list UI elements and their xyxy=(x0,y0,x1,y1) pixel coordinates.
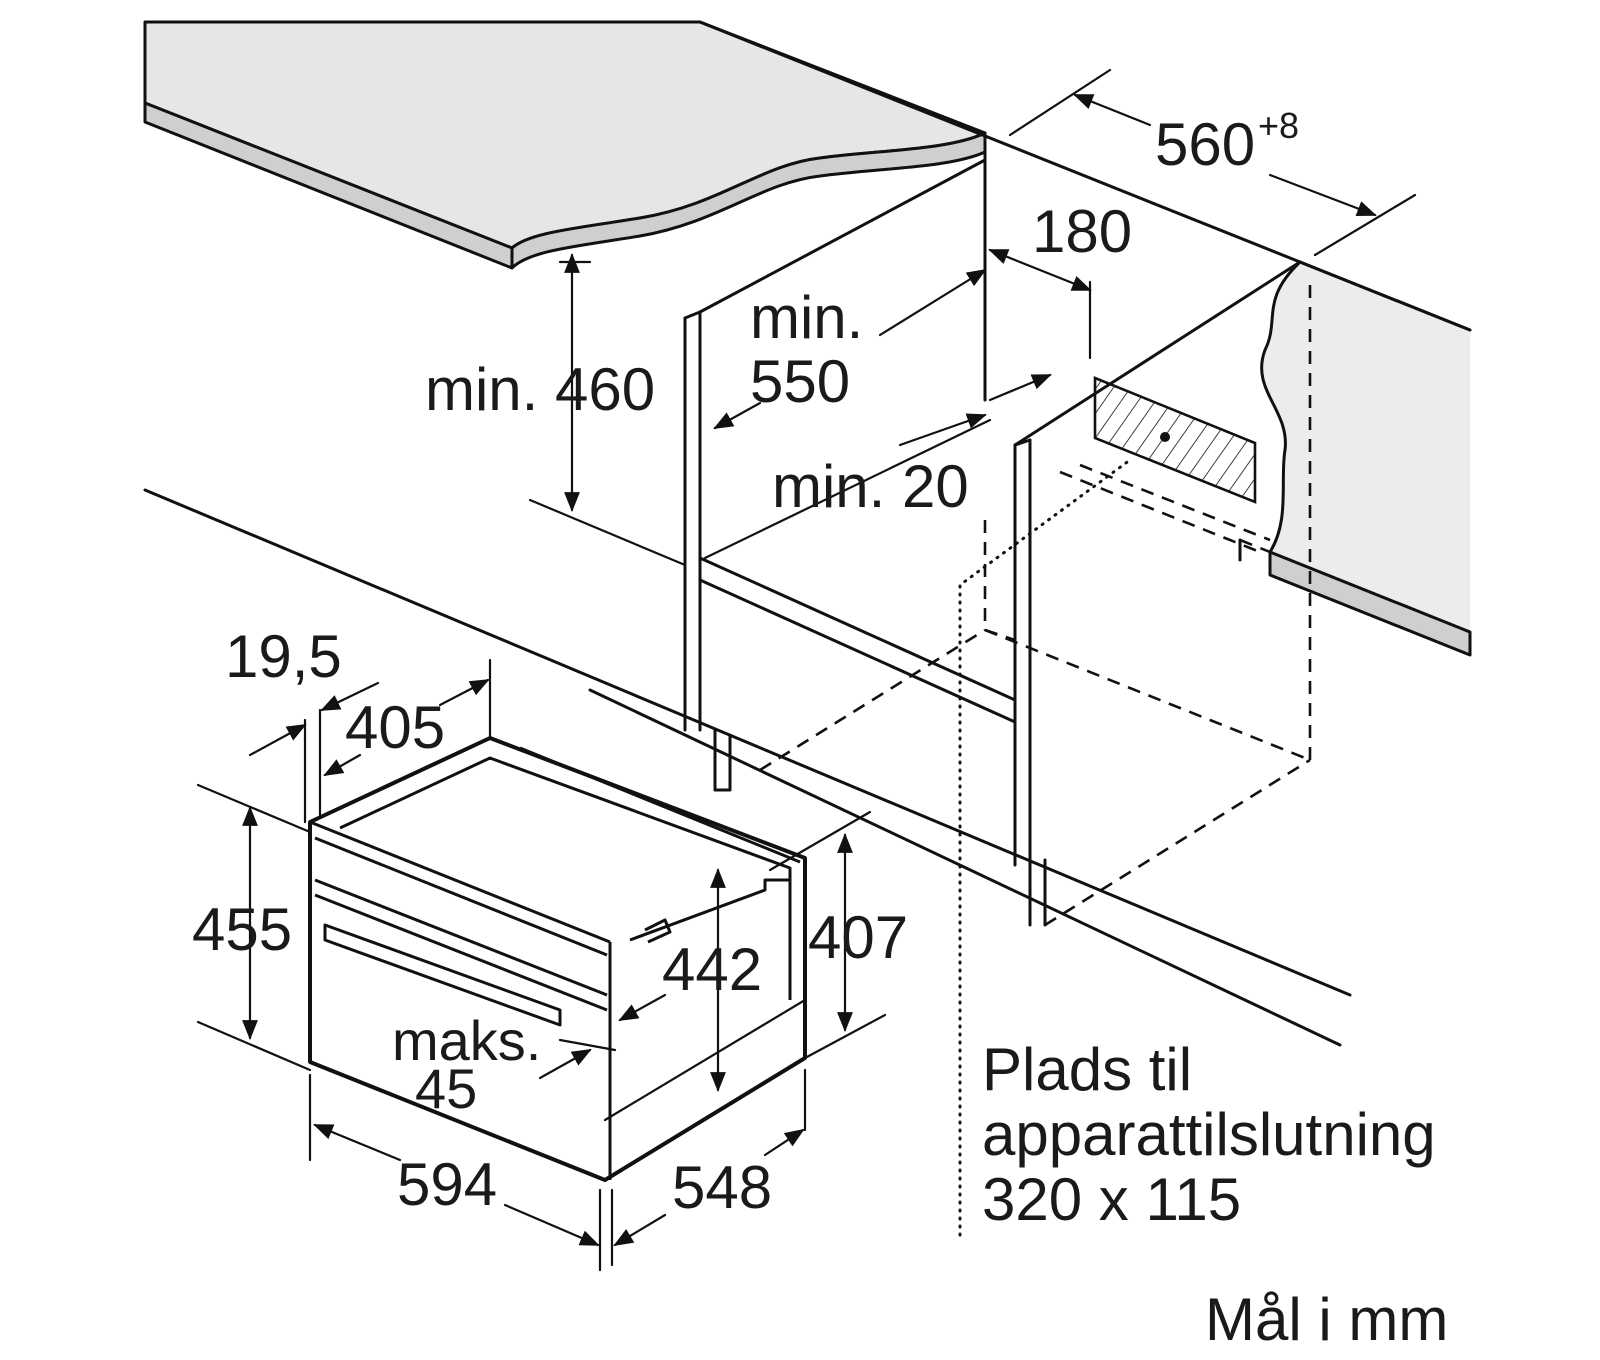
label-405: 405 xyxy=(345,694,445,761)
worktop-right xyxy=(1239,260,1472,657)
label-min-550-line2: 550 xyxy=(750,348,850,415)
label-548: 548 xyxy=(672,1154,772,1221)
cabinet-outline xyxy=(143,20,1472,1047)
label-maks: maks. xyxy=(392,1009,541,1072)
label-min-20: min. 20 xyxy=(772,453,969,520)
label-407: 407 xyxy=(808,904,908,971)
label-min-460: min. 460 xyxy=(425,356,655,423)
label-min-550-line1: min. xyxy=(750,284,863,351)
label-180: 180 xyxy=(1032,198,1132,265)
dimension-lines xyxy=(196,68,1417,1272)
label-442: 442 xyxy=(662,936,762,1003)
label-560: 560 xyxy=(1155,111,1255,178)
label-19-5: 19,5 xyxy=(225,623,342,690)
hidden-lines xyxy=(759,285,1312,927)
label-560-tolerance: +8 xyxy=(1258,105,1299,146)
connection-box xyxy=(1093,376,1257,504)
label-maks-45: 45 xyxy=(415,1057,477,1120)
note-line2: apparattilslutning xyxy=(982,1101,1436,1168)
label-455: 455 xyxy=(192,896,292,963)
connection-space-dotted xyxy=(958,458,1132,1237)
note-line1: Plads til xyxy=(982,1036,1192,1103)
worktop-left xyxy=(143,20,987,270)
note-line3: 320 x 115 xyxy=(982,1166,1241,1233)
oven xyxy=(308,736,807,1182)
label-594: 594 xyxy=(397,1151,497,1218)
units-label: Mål i mm xyxy=(1205,1286,1448,1353)
